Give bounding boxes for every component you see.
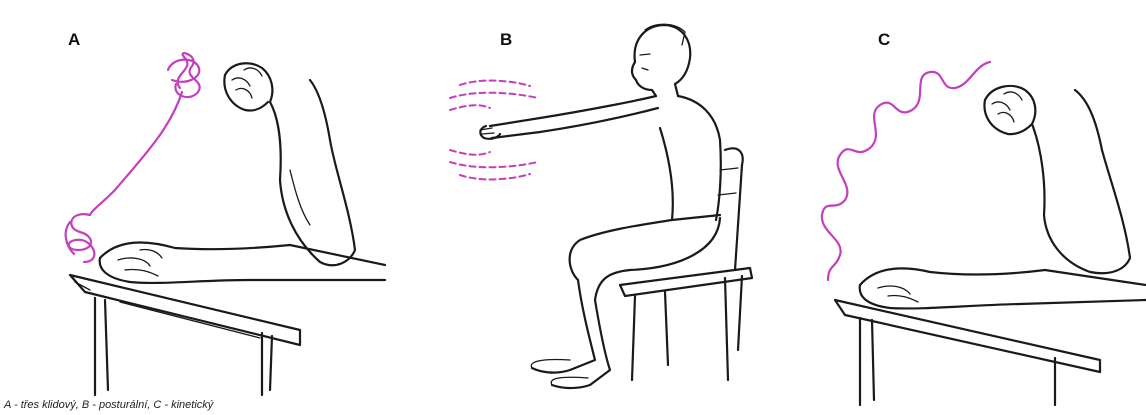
table-drawing xyxy=(70,275,300,395)
figure-caption: A - třes klidový, B - posturální, C - ki… xyxy=(4,399,213,411)
seated-man-legs xyxy=(531,218,720,388)
seated-man-body xyxy=(480,96,721,220)
tremor-dash-marks xyxy=(450,81,538,180)
resting-tremor-illustration xyxy=(0,0,390,415)
panel-kinetic-tremor: C xyxy=(800,0,1146,415)
postural-tremor-illustration xyxy=(420,0,780,415)
tremor-traces xyxy=(66,53,200,262)
kinetic-tremor-illustration xyxy=(800,0,1146,415)
tremor-trace xyxy=(822,62,990,280)
forearm-on-table xyxy=(860,268,1146,308)
seated-man-head xyxy=(632,24,690,96)
chair-drawing xyxy=(620,148,752,380)
table-drawing xyxy=(835,300,1100,405)
raised-arm xyxy=(984,86,1130,273)
panel-resting-tremor: A xyxy=(0,0,390,415)
raised-arm xyxy=(224,63,355,265)
panel-postural-tremor: B xyxy=(420,0,780,415)
